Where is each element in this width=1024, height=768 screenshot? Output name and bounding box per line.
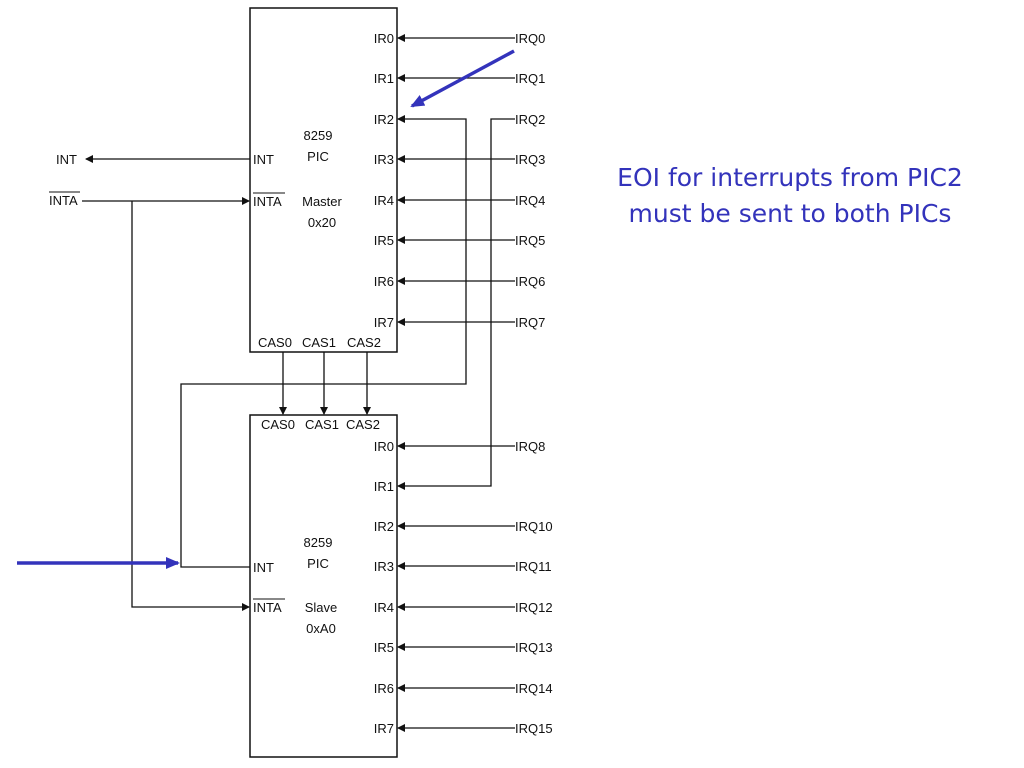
slave-cas1-pin: CAS1 xyxy=(305,417,339,432)
master-cas2-pin: CAS2 xyxy=(347,335,381,350)
master-address-label: 0x20 xyxy=(308,215,336,230)
slave-ir5-pin: IR5 xyxy=(374,640,394,655)
master-ir6-pin: IR6 xyxy=(374,274,394,289)
master-ir2-pin: IR2 xyxy=(374,112,394,127)
slave-chip-label: 8259 xyxy=(304,535,333,550)
slave-irq-label-0: IRQ8 xyxy=(515,439,545,454)
slave-ir1-pin: IR1 xyxy=(374,479,394,494)
irq2-redirect-wire xyxy=(397,118,515,490)
master-ir1-pin: IR1 xyxy=(374,71,394,86)
slave-irq-label-7: IRQ15 xyxy=(515,721,553,736)
master-ir3-pin: IR3 xyxy=(374,152,394,167)
slave-irq-label-5: IRQ13 xyxy=(515,640,553,655)
master-ir4-pin: IR4 xyxy=(374,193,394,208)
slave-ir4-pin: IR4 xyxy=(374,600,394,615)
irq-input-lines: IRQ0IRQ1IRQ3IRQ4IRQ5IRQ6IRQ7IRQ8IRQ10IRQ… xyxy=(397,31,553,736)
master-role-label: Master xyxy=(302,194,342,209)
master-irq-label-6: IRQ6 xyxy=(515,274,545,289)
master-irq-label-4: IRQ4 xyxy=(515,193,545,208)
slave-ir6-pin: IR6 xyxy=(374,681,394,696)
master-irq-label-1: IRQ1 xyxy=(515,71,545,86)
master-irq-label-3: IRQ3 xyxy=(515,152,545,167)
slave-int-pin: INT xyxy=(253,560,274,575)
master-irq-label-5: IRQ5 xyxy=(515,233,545,248)
slave-cas2-pin: CAS2 xyxy=(346,417,380,432)
cascade-wire-slave-int-to-master-ir2 xyxy=(180,115,467,568)
master-ir5-pin: IR5 xyxy=(374,233,394,248)
slave-type-label: PIC xyxy=(307,556,329,571)
slave-irq-label-2: IRQ10 xyxy=(515,519,553,534)
master-irq-label-0: IRQ0 xyxy=(515,31,545,46)
irq2-label: IRQ2 xyxy=(515,112,545,127)
master-irq-label-7: IRQ7 xyxy=(515,315,545,330)
master-int-pin: INT xyxy=(253,152,274,167)
slave-ir0-pin: IR0 xyxy=(374,439,394,454)
master-inta-pin: INTA xyxy=(253,194,282,209)
highlight-arrow-master-ir2 xyxy=(410,49,515,108)
slave-inta-pin: INTA xyxy=(253,600,282,615)
slave-ir2-pin: IR2 xyxy=(374,519,394,534)
external-inta-label: INTA xyxy=(49,193,78,208)
slave-address-label: 0xA0 xyxy=(306,621,336,636)
slave-pic: 8259 PIC Slave 0xA0 INT INTA IR0IR1IR2IR… xyxy=(249,414,398,758)
master-type-label: PIC xyxy=(307,149,329,164)
master-cas1-pin: CAS1 xyxy=(302,335,336,350)
master-pic-box xyxy=(249,7,398,353)
master-pic: 8259 PIC Master 0x20 INT INTA IR0IR1IR2I… xyxy=(249,7,398,353)
slave-ir7-pin: IR7 xyxy=(374,721,394,736)
slave-irq-label-6: IRQ14 xyxy=(515,681,553,696)
master-ir0-pin: IR0 xyxy=(374,31,394,46)
eoi-caption: EOI for interrupts from PIC2 must be sen… xyxy=(560,160,1020,232)
slave-ir3-pin: IR3 xyxy=(374,559,394,574)
slave-pic-box xyxy=(249,414,398,758)
slave-cas0-pin: CAS0 xyxy=(261,417,295,432)
caption-line-1: EOI for interrupts from PIC2 xyxy=(617,163,963,192)
slave-irq-label-4: IRQ12 xyxy=(515,600,553,615)
master-cas0-pin: CAS0 xyxy=(258,335,292,350)
master-ir7-pin: IR7 xyxy=(374,315,394,330)
slave-role-label: Slave xyxy=(305,600,338,615)
inta-slave-wire xyxy=(131,201,250,611)
external-int-label: INT xyxy=(56,152,77,167)
caption-line-2: must be sent to both PICs xyxy=(628,199,952,228)
slave-irq-label-3: IRQ11 xyxy=(515,559,552,574)
master-chip-label: 8259 xyxy=(304,128,333,143)
